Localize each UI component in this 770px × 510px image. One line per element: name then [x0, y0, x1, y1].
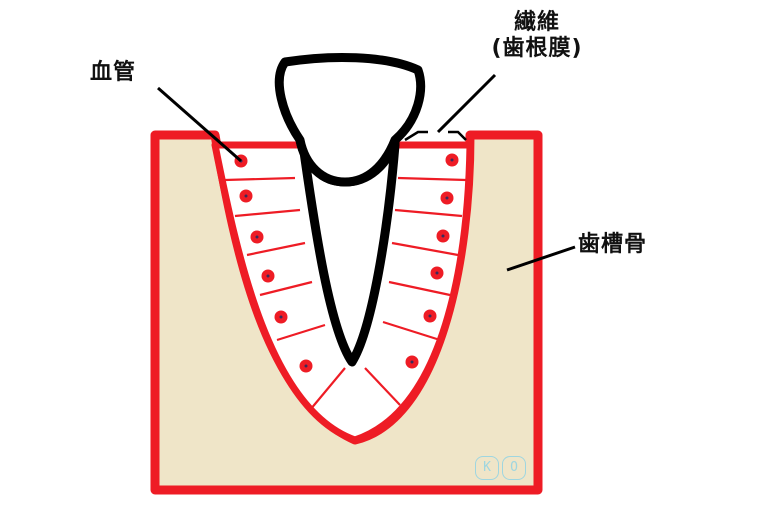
label-fiber-line1: 繊維	[513, 10, 560, 35]
watermark-letter-k: K	[475, 456, 499, 480]
leader-lines	[157, 73, 576, 272]
leader-blood-vessel	[157, 86, 242, 163]
label-fiber-line2: (歯根膜)	[491, 36, 583, 61]
leader-fiber	[436, 73, 497, 134]
fiber-bracket	[404, 130, 467, 142]
watermark-letter-o: O	[502, 456, 526, 480]
label-blood-vessel: 血管	[90, 60, 137, 85]
label-fiber: 繊維 (歯根膜)	[472, 10, 602, 62]
tooth	[274, 52, 426, 367]
leader-alveolar-bone	[506, 245, 576, 272]
blood-vessels	[234, 153, 459, 373]
ligament-fibers	[218, 144, 467, 411]
label-alveolar-bone: 歯槽骨	[578, 232, 648, 257]
